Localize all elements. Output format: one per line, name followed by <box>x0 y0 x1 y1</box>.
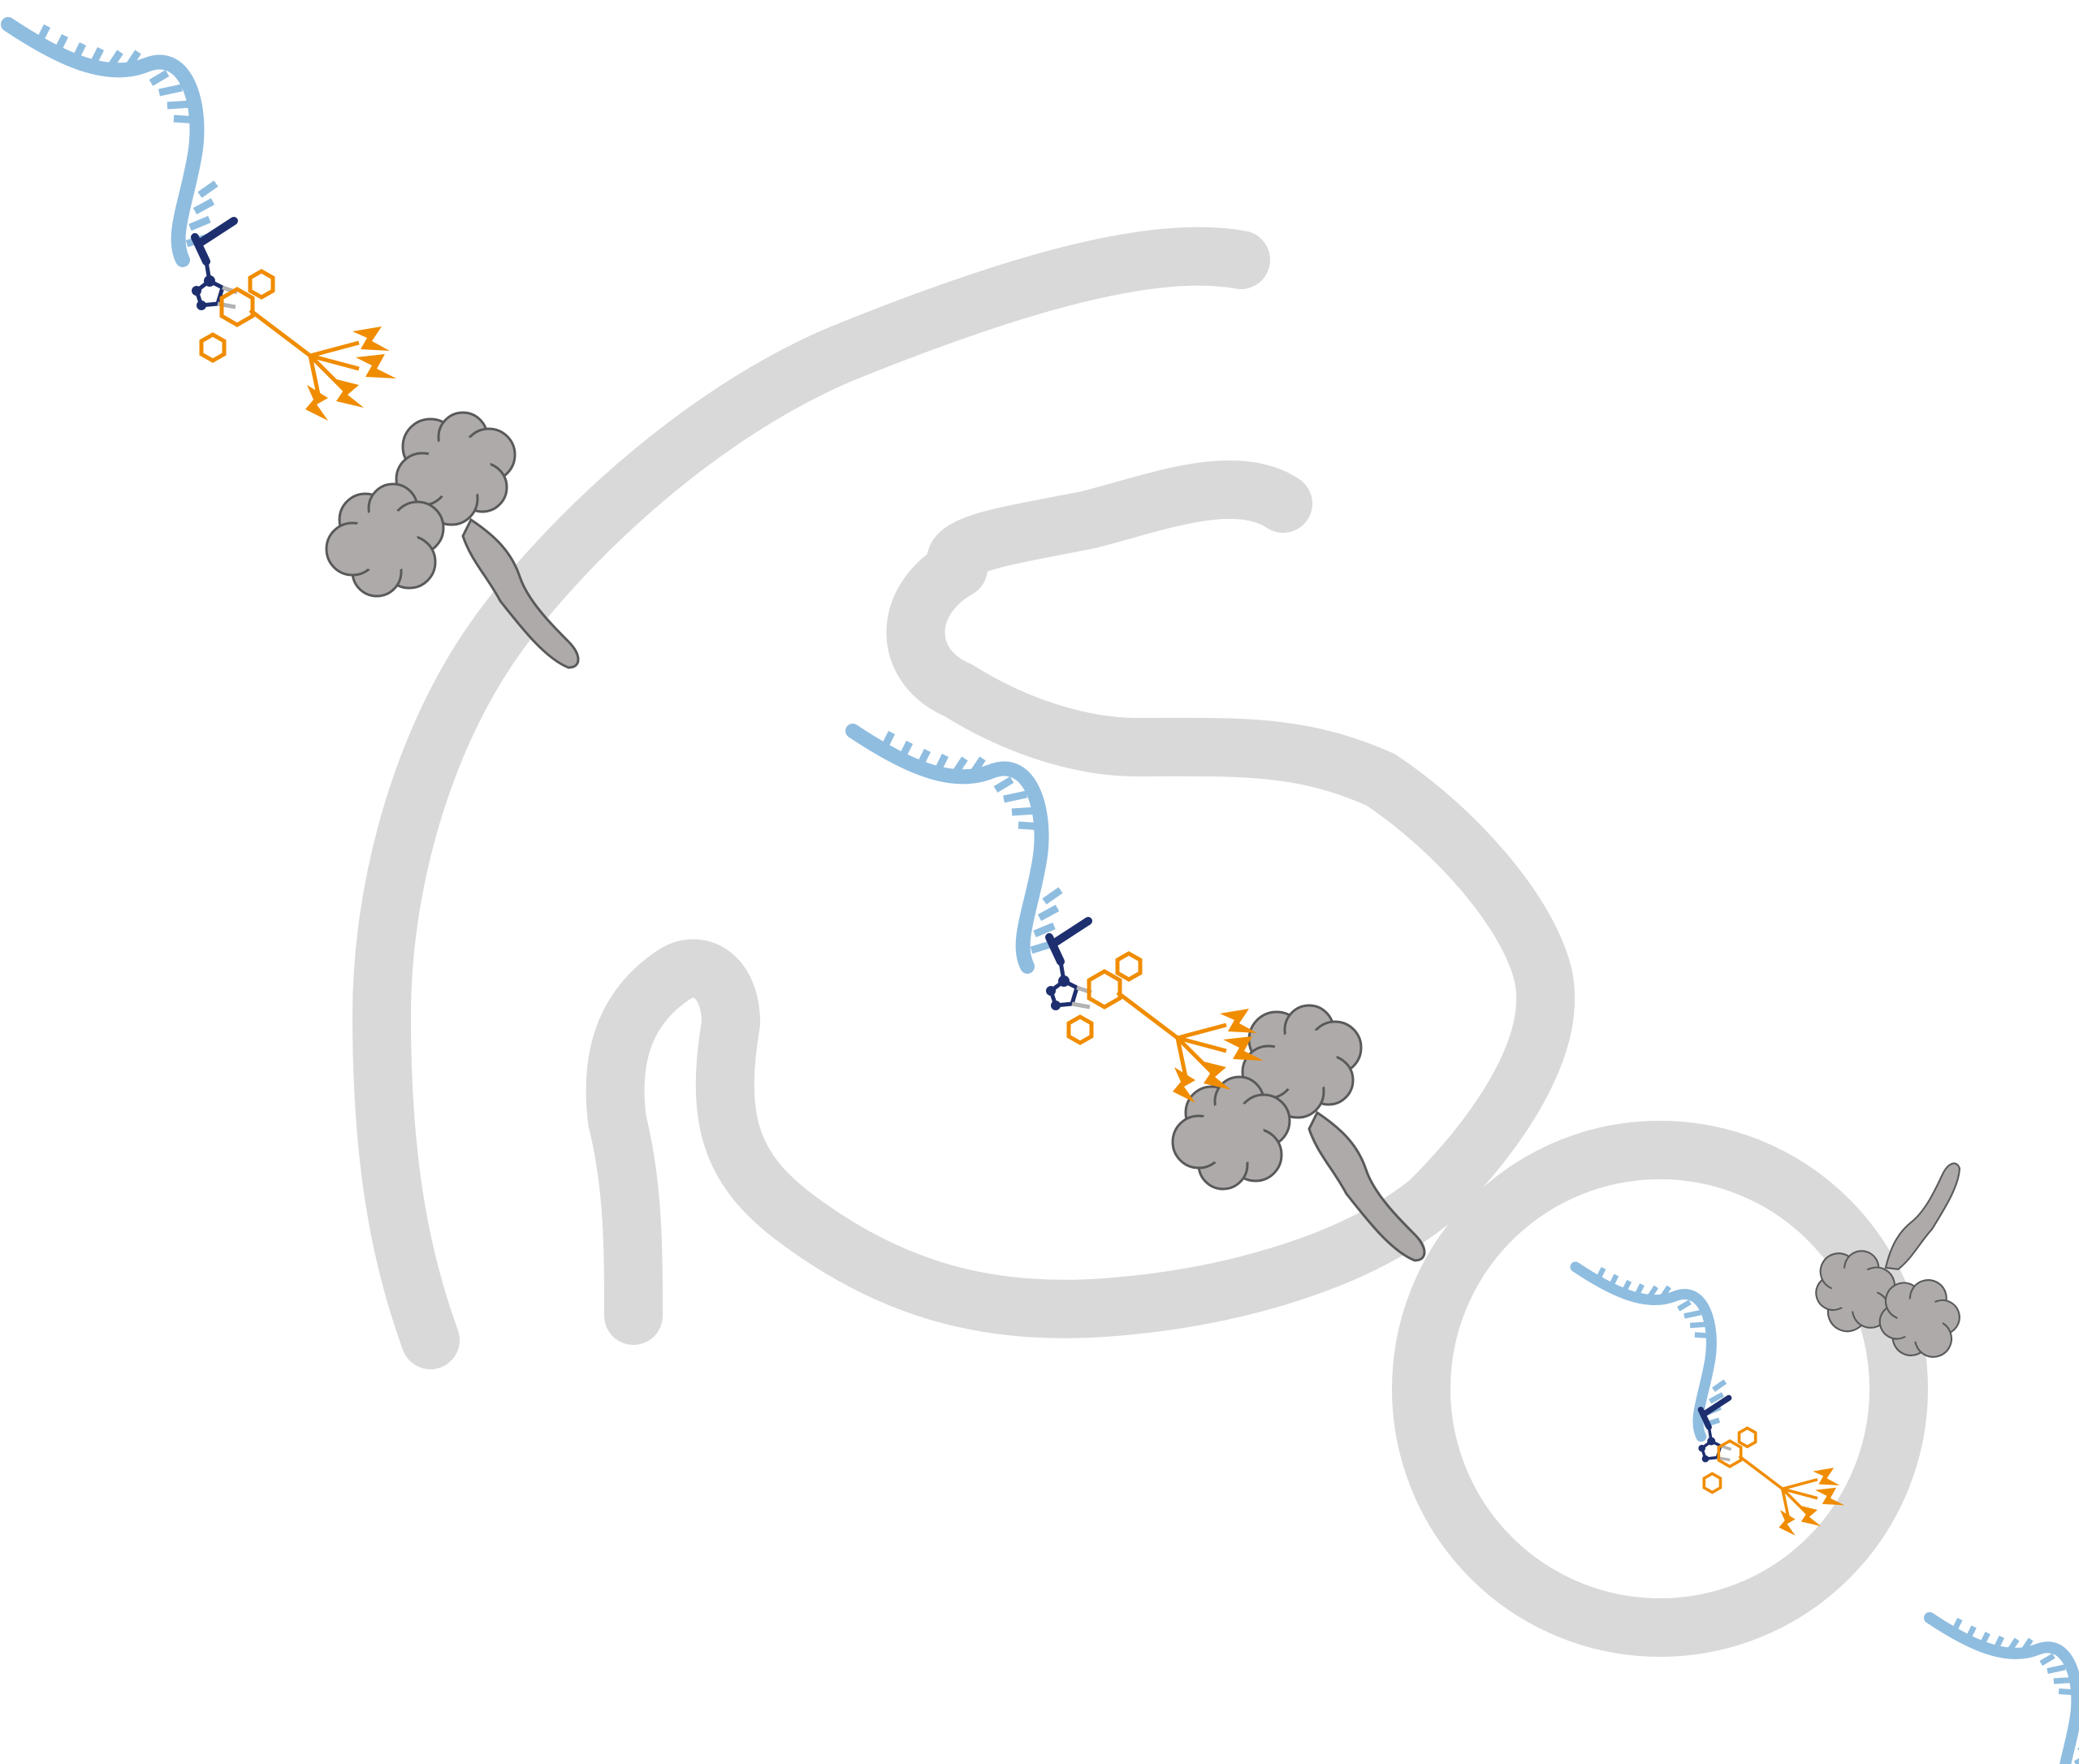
dendrimer-dye-icon <box>201 271 396 421</box>
oligonucleotide-icon <box>8 24 216 260</box>
click-linker-icon <box>192 221 237 310</box>
oligonucleotide-icon <box>1930 1618 2079 1764</box>
membrane-tube-icon <box>352 227 1270 1369</box>
vesicle-ring-icon <box>1392 1121 1928 1657</box>
receptor-protein-icon <box>1171 1004 1426 1262</box>
membrane-tube-icon <box>586 460 1575 1345</box>
oligonucleotide-icon <box>853 731 1061 966</box>
dendrimer-dye-icon <box>1702 1426 1846 1537</box>
click-linker-icon <box>1046 921 1091 1010</box>
